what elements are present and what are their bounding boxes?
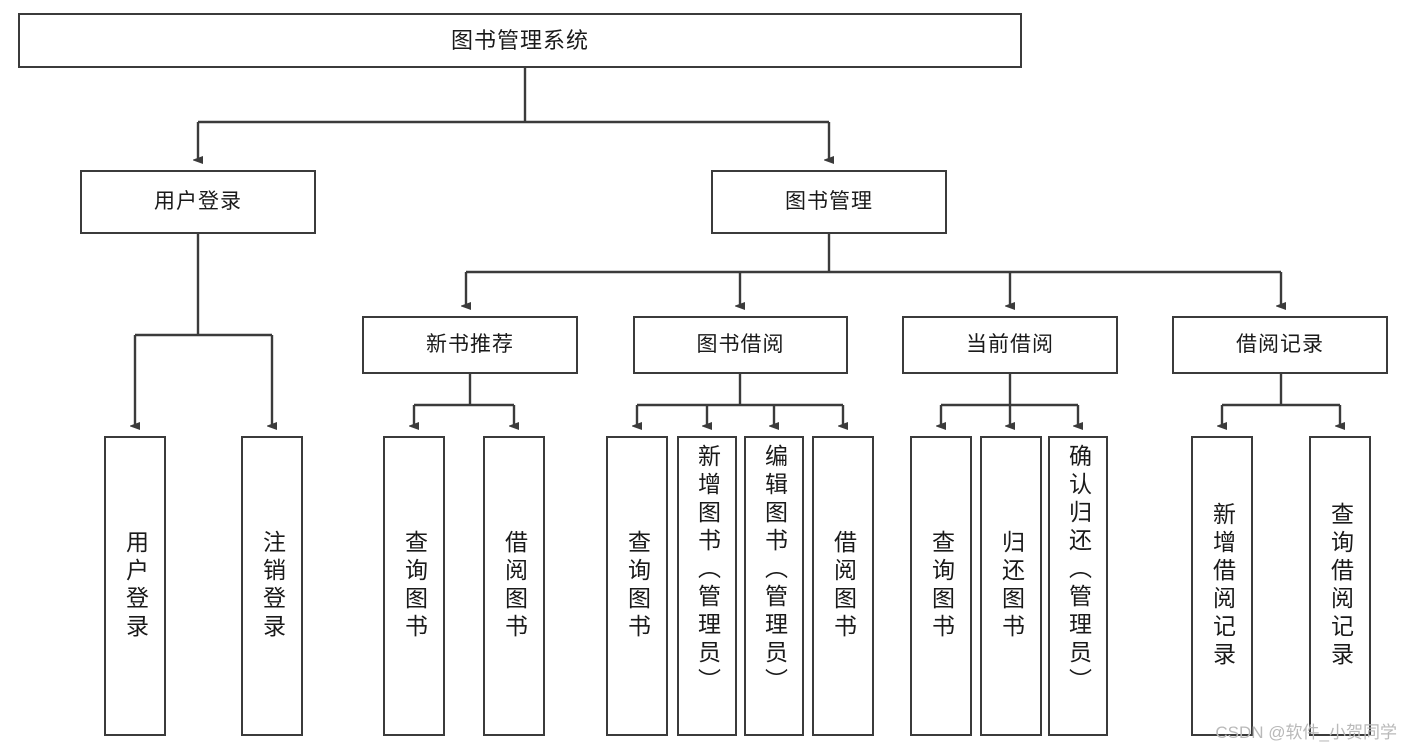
node-leaf-return-book[interactable]: 归还图书 [980, 436, 1042, 736]
node-label: 查询图书 [401, 530, 428, 642]
node-leaf-user-login[interactable]: 用户登录 [104, 436, 166, 736]
node-leaf-query-book-current[interactable]: 查询图书 [910, 436, 972, 736]
watermark: CSDN @软件_小贺同学 [1215, 723, 1397, 742]
node-label: 查询图书 [624, 530, 651, 642]
node-user-login[interactable]: 用户登录 [80, 170, 316, 234]
node-leaf-query-book-borrow[interactable]: 查询图书 [606, 436, 668, 736]
node-label: 新增借阅记录 [1209, 502, 1236, 670]
node-label: 查询借阅记录 [1327, 502, 1354, 670]
node-label: 编辑图书（管理员） [761, 444, 788, 696]
node-label: 注销登录 [259, 530, 286, 642]
node-label: 图书管理系统 [450, 27, 589, 53]
node-book-manage[interactable]: 图书管理 [711, 170, 947, 234]
node-leaf-query-book-recommend[interactable]: 查询图书 [383, 436, 445, 736]
node-borrow-record[interactable]: 借阅记录 [1172, 316, 1388, 374]
node-leaf-user-logout[interactable]: 注销登录 [241, 436, 303, 736]
node-label: 归还图书 [998, 530, 1025, 642]
node-label: 当前借阅 [966, 332, 1054, 356]
node-leaf-borrow-book-recommend[interactable]: 借阅图书 [483, 436, 545, 736]
node-book-borrow[interactable]: 图书借阅 [633, 316, 848, 374]
node-label: 用户登录 [122, 530, 149, 642]
node-leaf-edit-book[interactable]: 编辑图书（管理员） [744, 436, 804, 736]
node-label: 用户登录 [154, 189, 242, 213]
node-label: 查询图书 [928, 530, 955, 642]
node-leaf-query-borrow-record[interactable]: 查询借阅记录 [1309, 436, 1371, 736]
node-label: 借阅记录 [1236, 332, 1324, 356]
node-leaf-confirm-return[interactable]: 确认归还（管理员） [1048, 436, 1108, 736]
node-label: 确认归还（管理员） [1065, 444, 1092, 696]
node-leaf-add-book[interactable]: 新增图书（管理员） [677, 436, 737, 736]
node-root-system[interactable]: 图书管理系统 [18, 13, 1022, 68]
node-new-book-recommend[interactable]: 新书推荐 [362, 316, 578, 374]
node-leaf-borrow-book[interactable]: 借阅图书 [812, 436, 874, 736]
node-current-borrow[interactable]: 当前借阅 [902, 316, 1118, 374]
node-label: 借阅图书 [501, 530, 528, 642]
node-label: 新增图书（管理员） [694, 444, 721, 696]
node-label: 图书借阅 [696, 332, 785, 356]
node-label: 借阅图书 [830, 530, 857, 642]
node-label: 图书管理 [785, 189, 873, 213]
node-label: 新书推荐 [426, 332, 514, 356]
node-leaf-add-borrow-record[interactable]: 新增借阅记录 [1191, 436, 1253, 736]
